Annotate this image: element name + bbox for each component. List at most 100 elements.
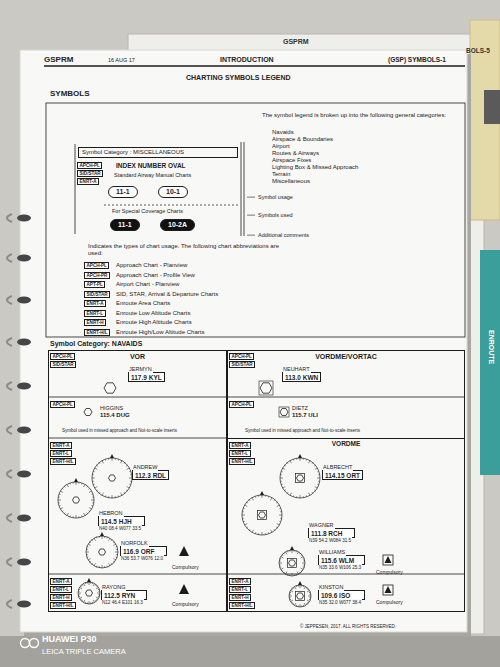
chart-usage-tag: ENRT-H — [50, 594, 72, 601]
rose-tick — [286, 552, 288, 555]
navaid-name: DIETZ — [292, 405, 308, 411]
rose-tick — [282, 570, 283, 572]
rose-tick — [295, 574, 297, 575]
rose-tick — [295, 551, 297, 552]
usage-abbreviation: APCH-PL — [232, 354, 252, 359]
rose-tick — [81, 483, 83, 484]
rose-tick — [296, 458, 297, 459]
binder-hole — [17, 471, 31, 478]
usage-abbreviation: ENRT-A — [80, 179, 97, 184]
rose-tick — [96, 585, 97, 587]
vortac-box — [279, 407, 289, 417]
rose-tick — [98, 596, 99, 598]
binder-hole — [17, 215, 31, 222]
sample-bracket — [75, 144, 76, 234]
rose-tick — [109, 538, 111, 541]
rose-tick — [88, 544, 91, 546]
abbreviation-meaning: Enroute Low Altitude Charts — [116, 310, 190, 317]
rose-tick — [78, 591, 79, 592]
section-name: INTRODUCTION — [220, 56, 274, 64]
rose-tick — [72, 516, 73, 517]
rose-ring — [279, 550, 305, 576]
navaid-frequency: 112.3 RDL — [135, 472, 166, 479]
rose-tick — [258, 533, 259, 534]
category-box: Symbol Category : MISCELLANEOUS — [78, 147, 238, 158]
rose-tick — [314, 489, 315, 491]
rose-tick — [67, 513, 69, 516]
rose-tick — [130, 481, 131, 482]
category-heading: Symbol Category: NAVAIDS — [50, 340, 142, 348]
rose-tick — [81, 585, 83, 586]
symbol-panel: VORDME/VORTACAPCH-PLSID/STARNEUHART113.0… — [227, 350, 465, 612]
rose-tick — [69, 516, 71, 517]
rose-tick — [290, 599, 291, 601]
category-title: Symbol Category : MISCELLANEOUS — [82, 149, 234, 156]
rose-tick — [113, 559, 116, 561]
rose-tick — [309, 592, 310, 594]
rose-tick — [301, 605, 302, 606]
chart-usage-tag: SID/STAR — [50, 361, 76, 368]
binder-ring — [7, 558, 12, 566]
rose-tick — [79, 588, 82, 590]
usage-abbreviation: APCH-PL — [87, 263, 107, 268]
navaid-coordinates: N35 33.6 W106 25.3 — [319, 564, 362, 570]
rose-tick — [105, 495, 107, 496]
symbol-panel: VORAPCH-PLSID/STARJERMYN117.9 KYLAPCH-PL… — [48, 350, 227, 612]
index-number: 10-1 — [166, 188, 180, 196]
rose-tick — [280, 478, 283, 479]
abbreviation-meaning: Enroute High/Low Altitude Charts — [116, 329, 204, 336]
usage-abbreviation: APCH-PL — [53, 354, 73, 359]
copyright-note: © JEPPESEN, 2017. ALL RIGHTS RESERVED. — [300, 624, 396, 629]
rose-tick — [60, 508, 63, 510]
rose-tick — [111, 563, 113, 564]
rose-tick — [271, 530, 273, 533]
binder-hole — [17, 297, 31, 304]
rose-tick — [280, 511, 281, 512]
main-page — [20, 50, 467, 632]
rose-tick — [126, 465, 127, 467]
navaid-frequency: 115.7 ULI — [292, 412, 318, 419]
rose-tick — [249, 529, 251, 530]
usage-abbreviation: APT-PL — [87, 282, 103, 287]
index-tab — [484, 90, 500, 124]
rose-tick — [87, 582, 88, 583]
usage-abbreviation: ENRT-H/L — [232, 603, 253, 608]
rose-tick — [309, 597, 310, 598]
sample-bracket — [241, 142, 242, 236]
rose-tick — [293, 459, 295, 460]
rose-tick — [116, 554, 117, 555]
rose-tick — [91, 563, 93, 564]
rose-tick — [279, 515, 282, 516]
chart-usage-tag: APCH-PL — [229, 353, 254, 360]
rose-tick — [85, 583, 87, 584]
chart-usage-tag: ENRT-A — [50, 442, 72, 449]
rose-tick — [118, 495, 120, 496]
rose-tick — [92, 493, 93, 495]
rose-tick — [93, 471, 94, 473]
camera-logo — [30, 639, 39, 648]
rose-tick — [86, 486, 88, 487]
chart-usage-tag: ENRT-H — [84, 319, 106, 326]
rose-tick — [95, 600, 97, 601]
compulsory-note: Compulsory — [172, 565, 199, 571]
binder-hole — [17, 255, 31, 262]
vor-symbol — [259, 512, 266, 518]
abbreviation-meaning: Enroute High Altitude Charts — [116, 319, 192, 326]
rose-tick — [116, 549, 117, 550]
north-arrow — [290, 546, 294, 550]
category-item: Miscellaneous — [272, 178, 310, 185]
frequency-box: WILLIAMS115.6 WLMN35 33.6 W106 25.3 — [318, 555, 365, 565]
rose-ring — [289, 585, 311, 607]
compass-rose — [279, 546, 305, 576]
rose-tick — [106, 537, 108, 538]
rose-tick — [93, 484, 94, 486]
frequency-box: JERMYN117.9 KYL — [128, 372, 165, 382]
rose-tick — [60, 491, 63, 493]
compass-rose — [242, 491, 282, 535]
sample-heading: INDEX NUMBER OVAL — [116, 162, 186, 169]
rose-tick — [289, 594, 290, 595]
rose-tick — [76, 515, 77, 518]
rose-tick — [249, 500, 251, 501]
chart-usage-tag: SID/STAR — [229, 361, 255, 368]
rose-tick — [85, 602, 87, 603]
